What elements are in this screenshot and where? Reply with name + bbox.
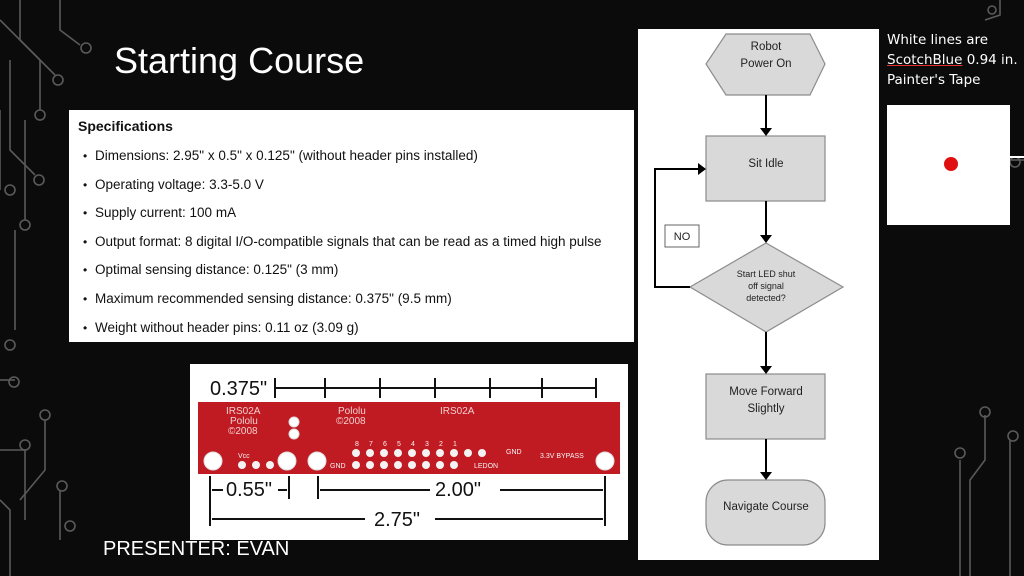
mounting-holes bbox=[203, 416, 615, 471]
spec-item: •Operating voltage: 3.3-5.0 V bbox=[83, 175, 602, 204]
tape-note-line: Painter's Tape bbox=[887, 72, 981, 88]
spec-item: •Output format: 8 digital I/O-compatible… bbox=[83, 232, 602, 261]
pitch-dimension-lines bbox=[274, 378, 597, 398]
decision-label: Start LED shut bbox=[737, 269, 796, 279]
bottom-dimension-lines bbox=[209, 476, 606, 526]
decision-label: off signal bbox=[748, 281, 784, 291]
spec-item: •Maximum recommended sensing distance: 0… bbox=[83, 289, 602, 318]
bullet-icon: • bbox=[83, 320, 88, 335]
pin-number: 4 bbox=[411, 441, 415, 448]
presenter-label: PRESENTER: EVAN bbox=[103, 538, 290, 560]
bullet-icon: • bbox=[83, 206, 88, 221]
dim-pitch-label: 0.375" bbox=[210, 378, 267, 400]
move-forward-label: Slightly bbox=[747, 403, 784, 415]
no-label-box bbox=[664, 224, 700, 248]
start-node bbox=[705, 33, 826, 96]
pin-number: 8 bbox=[355, 441, 359, 448]
flow-arrows bbox=[654, 95, 767, 473]
tape-note: White lines are ScotchBlue 0.94 in. Pain… bbox=[887, 30, 1024, 90]
tape-illustration bbox=[887, 105, 1010, 225]
pin-number: 7 bbox=[369, 441, 373, 448]
sensor-board-diagram: 0.375" IRS02A Pololu ©2008 Pololu ©2008 … bbox=[190, 364, 628, 540]
pin-pads bbox=[238, 449, 486, 469]
silk-label: ©2008 bbox=[228, 426, 258, 437]
silk-label: Pololu bbox=[338, 406, 366, 417]
navigate-course-label: Navigate Course bbox=[723, 501, 809, 513]
arrow-heads bbox=[698, 128, 772, 480]
dim-total-label: 2.75" bbox=[374, 509, 420, 531]
tape-note-line: ScotchBlue 0.94 in. bbox=[887, 52, 1018, 68]
slide-title: Starting Course bbox=[114, 40, 365, 81]
bullet-icon: • bbox=[83, 234, 88, 249]
spec-item: •Optimal sensing distance: 0.125" (3 mm) bbox=[83, 260, 602, 289]
pin-number: 5 bbox=[397, 441, 401, 448]
pin-label-gnd: GND bbox=[330, 463, 346, 470]
bullet-icon: • bbox=[83, 291, 88, 306]
pin-number: 1 bbox=[453, 441, 457, 448]
move-forward-label: Move Forward bbox=[729, 386, 803, 398]
no-label: NO bbox=[674, 231, 691, 243]
silk-label: IRS02A bbox=[226, 406, 261, 417]
sensor-board-drawing: 0.375" IRS02A Pololu ©2008 Pololu ©2008 … bbox=[198, 378, 620, 531]
start-label: Power On bbox=[740, 58, 791, 70]
pin-number: 6 bbox=[383, 441, 387, 448]
spec-item: •Dimensions: 2.95" x 0.5" x 0.125" (with… bbox=[83, 146, 602, 175]
dim-mid-label: 2.00" bbox=[435, 479, 481, 501]
navigate-course-node bbox=[705, 479, 826, 546]
circuit-decoration-left bbox=[0, 0, 92, 576]
silk-label: IRS02A bbox=[440, 406, 475, 417]
pin-number: 3 bbox=[425, 441, 429, 448]
pin-label-vcc: Vcc bbox=[238, 453, 250, 460]
silk-label: ©2008 bbox=[336, 416, 366, 427]
tape-note-line: White lines are bbox=[887, 32, 989, 48]
bullet-icon: • bbox=[83, 149, 88, 163]
flowchart-panel: NO Robot Power On Sit Idle Start LED shu… bbox=[638, 29, 879, 560]
spec-item: •Weight without header pins: 0.11 oz (3.… bbox=[83, 318, 602, 347]
sit-idle-node bbox=[705, 135, 826, 202]
spec-item: •Supply current: 100 mA bbox=[83, 203, 602, 232]
move-forward-node bbox=[705, 373, 826, 440]
bullet-icon: • bbox=[83, 263, 88, 278]
specifications-heading: Specifications bbox=[78, 118, 173, 134]
specifications-list: •Dimensions: 2.95" x 0.5" x 0.125" (with… bbox=[83, 146, 602, 346]
sit-idle-label: Sit Idle bbox=[748, 158, 783, 170]
circuit-decoration-right bbox=[954, 0, 1024, 576]
pin-label-bypass: 3.3V BYPASS bbox=[540, 453, 584, 460]
specifications-panel: Specifications •Dimensions: 2.95" x 0.5"… bbox=[69, 110, 634, 342]
red-dot-icon bbox=[944, 157, 958, 171]
silk-label: Pololu bbox=[230, 416, 258, 427]
flowchart-drawing: NO Robot Power On Sit Idle Start LED shu… bbox=[654, 33, 845, 546]
dim-left-label: 0.55" bbox=[226, 479, 272, 501]
bullet-icon: • bbox=[83, 177, 88, 192]
start-label: Robot bbox=[751, 41, 782, 53]
decision-label: detected? bbox=[746, 293, 786, 303]
pin-label-ledon: LEDON bbox=[474, 463, 498, 470]
pin-label-gnd-right: GND bbox=[506, 449, 522, 456]
tape-edge bbox=[1010, 156, 1024, 158]
tape-brand: ScotchBlue bbox=[887, 52, 963, 68]
pin-number: 2 bbox=[439, 441, 443, 448]
